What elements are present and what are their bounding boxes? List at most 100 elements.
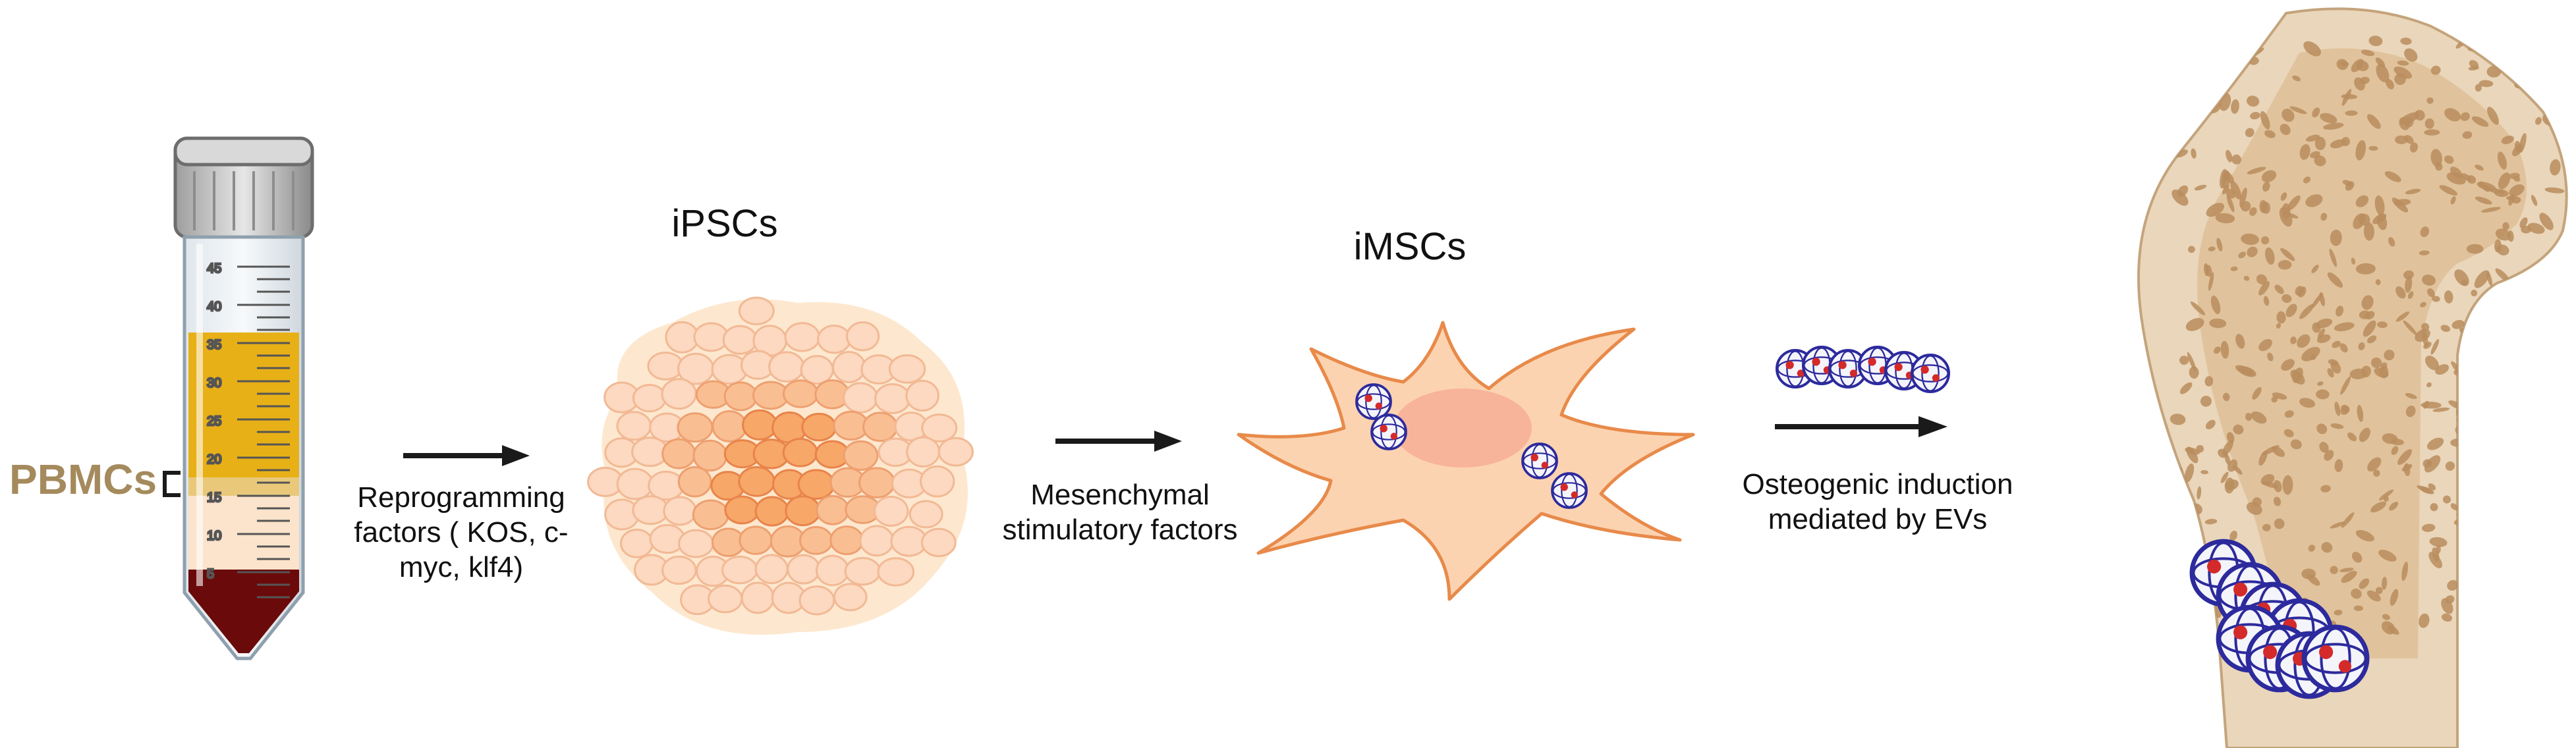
trabecular-spot	[2276, 311, 2286, 324]
trabecular-spot	[2439, 185, 2458, 196]
graduation-label: 45	[207, 261, 221, 276]
ipsc-cell	[692, 499, 729, 531]
ipsc-cell	[723, 381, 758, 412]
trabecular-spot	[2501, 135, 2514, 144]
trabecular-spot	[2292, 75, 2301, 82]
trabecular-spot	[2378, 489, 2394, 501]
trabecular-spot	[2172, 548, 2187, 560]
trabecular-spot	[2507, 589, 2514, 596]
ipsc-cell	[782, 379, 819, 408]
trabecular-spot	[2384, 171, 2401, 182]
trabecular-spot	[2189, 366, 2199, 379]
trabecular-spot	[2401, 464, 2413, 471]
trabecular-spot	[2297, 286, 2307, 298]
trabecular-spot	[2534, 479, 2552, 491]
trabecular-spot	[2328, 359, 2339, 366]
trabecular-spot	[2334, 459, 2343, 473]
trabecular-spot	[2200, 469, 2209, 475]
arrow-1	[403, 445, 530, 466]
trabecular-spot	[2502, 222, 2509, 230]
trabecular-spot	[2468, 66, 2479, 70]
trabecular-spot	[2466, 244, 2484, 254]
trabecular-spot	[2353, 605, 2364, 612]
trabecular-spot	[2474, 270, 2490, 288]
trabecular-spot	[2444, 290, 2453, 304]
trabecular-spot	[2267, 352, 2274, 361]
trabecular-spot	[2262, 481, 2278, 489]
ipsc-cell	[742, 409, 778, 441]
ipsc-cell	[721, 555, 758, 585]
trabecular-spot	[2403, 270, 2414, 280]
trabecular-spot	[2342, 180, 2353, 186]
trabecular-spot	[2444, 108, 2461, 122]
trabecular-spot	[2283, 212, 2299, 219]
ipsc-cell	[831, 351, 866, 384]
trabecular-spot	[2314, 155, 2326, 167]
extracellular-vesicle	[1355, 383, 1392, 420]
trabecular-spot	[2332, 340, 2341, 348]
trabecular-spot	[2471, 116, 2489, 127]
trabecular-spot	[2177, 185, 2189, 197]
trabecular-spot	[2330, 139, 2346, 149]
trabecular-spot	[2507, 230, 2514, 242]
trabecular-spot	[2497, 151, 2507, 170]
trabecular-spot	[2316, 334, 2331, 344]
trabecular-spot	[2469, 425, 2478, 432]
trabecular-spot	[2355, 263, 2376, 275]
step1-caption: Reprogramming factors ( KOS, c- myc, klf…	[354, 481, 569, 583]
trabecular-spot	[2212, 57, 2220, 65]
trabecular-spot	[2330, 229, 2342, 246]
ipsc-cell	[724, 495, 760, 525]
trabecular-spot	[2340, 376, 2351, 395]
trabecular-spot	[2245, 412, 2253, 421]
trabecular-spot	[2539, 213, 2554, 230]
trabecular-spot	[2256, 274, 2268, 285]
ipsc-cell	[845, 321, 880, 352]
trabecular-spot	[2479, 511, 2490, 522]
trabecular-spot	[2395, 311, 2410, 322]
trabecular-spot	[2395, 286, 2406, 299]
trabecular-spot	[2339, 343, 2348, 353]
trabecular-spot	[2540, 527, 2545, 540]
trabecular-spot	[2187, 352, 2197, 372]
trabecular-spot	[2494, 354, 2502, 363]
trabecular-spot	[2233, 424, 2244, 435]
trabecular-spot	[2511, 532, 2528, 541]
ipsc-cell	[862, 412, 899, 442]
trabecular-spot	[2374, 367, 2389, 378]
trabecular-spot	[2397, 449, 2413, 466]
trabecular-spot	[2539, 44, 2546, 51]
trabecular-spot	[2405, 188, 2421, 195]
trabecular-spot	[2503, 352, 2518, 365]
trabecular-spot	[2430, 503, 2438, 512]
trabecular-spot	[2530, 606, 2546, 615]
trabecular-spot	[2305, 134, 2320, 142]
trabecular-spot	[2372, 469, 2380, 477]
trabecular-spot	[2482, 514, 2491, 521]
trabecular-spot	[2176, 494, 2191, 505]
ipsc-cell	[920, 527, 957, 558]
trabecular-spot	[2487, 107, 2499, 125]
trabecular-spot	[2317, 381, 2324, 386]
trabecular-spot	[2180, 496, 2187, 518]
trabecular-spot	[2480, 404, 2494, 414]
trabecular-spot	[2334, 610, 2343, 616]
trabecular-spot	[2421, 323, 2430, 331]
trabecular-spot	[2314, 136, 2326, 151]
trabecular-spot	[2524, 406, 2536, 421]
trabecular-spot	[2429, 537, 2448, 547]
trabecular-spot	[2426, 288, 2435, 298]
femur-bone	[2137, 7, 2568, 748]
trabecular-spot	[2299, 304, 2314, 319]
trabecular-spot	[2375, 587, 2383, 595]
trabecular-spot	[2271, 396, 2278, 403]
trabecular-spot	[2227, 70, 2235, 77]
ipsc-cell	[708, 584, 743, 614]
ipsc-cell	[843, 382, 878, 414]
trabecular-spot	[2340, 406, 2350, 415]
ipsc-cell	[906, 436, 941, 468]
trabecular-spot	[2519, 133, 2527, 153]
ipsc-cell	[905, 379, 939, 412]
ev-chain	[1776, 346, 1950, 393]
trabecular-spot	[2421, 523, 2436, 532]
